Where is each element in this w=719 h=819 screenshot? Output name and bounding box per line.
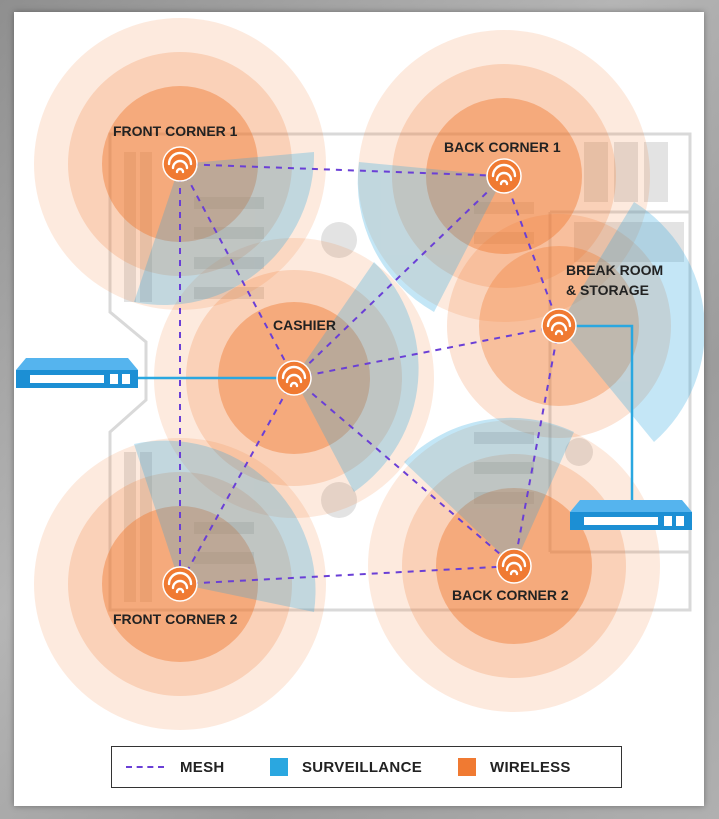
wifi-icon — [281, 365, 307, 388]
wifi-icon — [546, 313, 572, 336]
label-cashier: CASHIER — [273, 317, 336, 333]
legend-surveillance-label: SURVEILLANCE — [302, 758, 423, 776]
label-back-corner-2: BACK CORNER 2 — [452, 587, 569, 603]
mesh-links — [179, 163, 560, 585]
wifi-icon — [491, 163, 517, 186]
diagram-card: FRONT CORNER 1 BACK CORNER 1 BREAK ROOM … — [14, 12, 705, 806]
legend-wireless-label: WIRELESS — [490, 758, 571, 776]
access-point-front-corner-1 — [162, 146, 198, 182]
label-front-corner-2: FRONT CORNER 2 — [113, 611, 238, 627]
ethernet-links — [124, 324, 634, 500]
legend-mesh: MESH — [126, 747, 225, 787]
network-switch-left — [16, 358, 138, 388]
label-front-corner-1: FRONT CORNER 1 — [113, 123, 238, 139]
surveillance-swatch — [270, 758, 288, 776]
mesh-line-swatch — [126, 766, 164, 768]
floor-plan — [108, 132, 692, 612]
label-break-room-line2: & STORAGE — [566, 282, 649, 298]
wifi-icon — [167, 151, 193, 174]
wifi-icon — [501, 553, 527, 576]
access-point-back-corner-1 — [486, 158, 522, 194]
wireless-swatch — [458, 758, 476, 776]
access-point-cashier — [276, 360, 312, 396]
label-back-corner-1: BACK CORNER 1 — [444, 139, 561, 155]
network-diagram: FRONT CORNER 1 BACK CORNER 1 BREAK ROOM … — [16, 18, 705, 730]
legend-surveillance: SURVEILLANCE — [270, 747, 422, 787]
legend: MESH SURVEILLANCE WIRELESS — [111, 746, 622, 788]
network-switch-right — [570, 500, 692, 530]
legend-mesh-label: MESH — [180, 758, 225, 776]
access-point-front-corner-2 — [162, 566, 198, 602]
access-point-break-room — [541, 308, 577, 344]
access-point-back-corner-2 — [496, 548, 532, 584]
wifi-icon — [167, 571, 193, 594]
shelving — [124, 142, 684, 602]
legend-wireless: WIRELESS — [458, 747, 571, 787]
label-break-room-line1: BREAK ROOM — [566, 262, 663, 278]
